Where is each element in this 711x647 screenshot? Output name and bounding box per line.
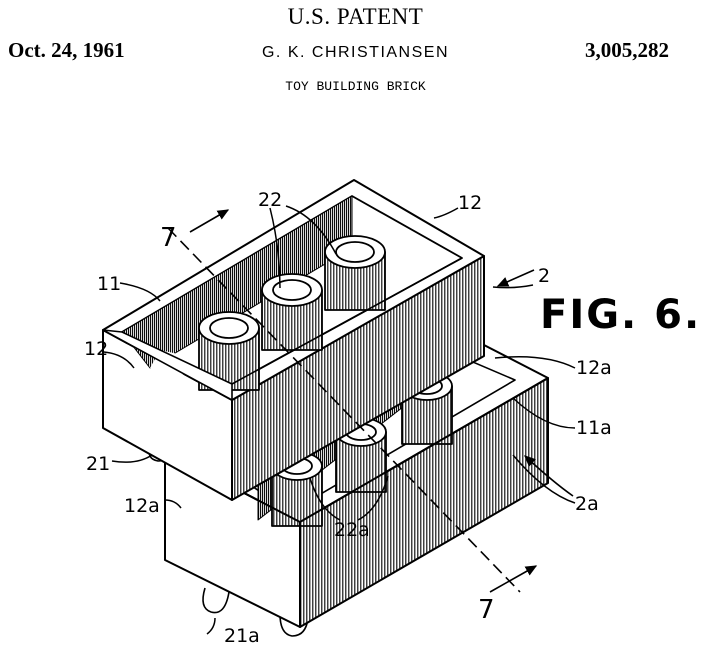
upper-tubes <box>198 235 386 391</box>
section-line <box>167 209 538 593</box>
ref-upper-brick: 2 <box>538 265 550 287</box>
ref-lower-side-wall-right: 12a <box>576 357 612 379</box>
arrow-2 <box>496 269 535 287</box>
lower-stud-left <box>202 587 230 614</box>
ref-upper-top-wall: 11 <box>97 273 121 295</box>
patent-date: Oct. 24, 1961 <box>8 38 125 62</box>
ref-upper-side-wall-left: 12 <box>84 338 108 360</box>
upper-brick <box>102 179 485 501</box>
ref-lower-side-wall-left: 12a <box>124 495 160 517</box>
ref-upper-tubes: 22 <box>258 189 282 211</box>
ref-lower-studs: 21a <box>224 625 260 647</box>
ref-upper-studs: 21 <box>86 453 110 475</box>
arrow-2a <box>524 455 574 497</box>
ref-lower-tubes: 22a <box>334 519 370 541</box>
section-marker-bottom: 7 <box>478 595 495 625</box>
figure-label: FIG. 6. <box>540 292 701 338</box>
patent-title: U.S. PATENT <box>287 4 424 29</box>
inventor-name: G. K. CHRISTIANSEN <box>261 44 450 61</box>
patent-subject: TOY BUILDING BRICK <box>285 79 426 94</box>
ref-upper-side-wall-right: 12 <box>458 192 482 214</box>
leader-lines <box>103 205 576 635</box>
section-marker-top: 7 <box>160 223 177 253</box>
patent-number: 3,005,282 <box>585 38 669 62</box>
ref-lower-top-wall: 11a <box>576 417 612 439</box>
ref-lower-brick: 2a <box>575 493 599 515</box>
